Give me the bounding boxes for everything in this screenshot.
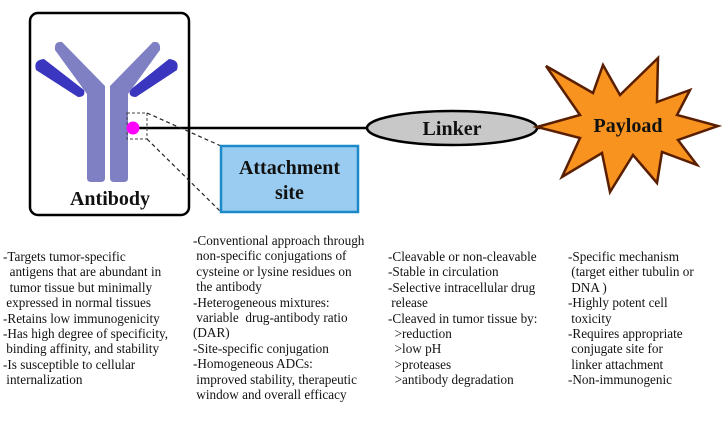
description-line: binding affinity, and stability [3, 341, 160, 357]
description-line: -Is susceptible to cellular [3, 356, 136, 372]
description-line: -Heterogeneous mixtures: [193, 294, 330, 310]
description-line: internalization [3, 372, 83, 388]
description-line: DNA ) [568, 279, 607, 295]
description-line: >antibody degradation [388, 372, 514, 388]
description-line: cysteine or lysine residues on [193, 263, 352, 279]
description-line: -Cleaved in tumor tissue by: [388, 310, 538, 326]
description-line: -Targets tumor-specific [3, 249, 126, 264]
description-line: the antibody [193, 279, 262, 295]
description-line: -Selective intracellular drug [388, 279, 536, 295]
description-line: variable drug-antibody ratio [193, 310, 348, 326]
light-chain-right [129, 59, 178, 97]
description-line: window and overall efficacy [193, 387, 347, 403]
description-line: -Site-specific conjugation [193, 340, 329, 356]
zoom-guide-bottom [146, 138, 222, 213]
description-line: expressed in normal tissues [3, 295, 151, 311]
description-line: release [388, 295, 428, 311]
payload-starburst [532, 54, 723, 196]
attachment-site-label-line2: site [275, 182, 304, 204]
description-line: -Requires appropriate [568, 326, 683, 342]
description-line: -Highly potent cell [568, 295, 668, 311]
payload-description: -Specific mechanism (target either tubul… [568, 249, 694, 388]
payload-label: Payload [594, 115, 663, 137]
description-line: linker attachment [568, 356, 664, 372]
attachment-site-box [219, 144, 360, 214]
description-line: antigens that are abundant in [3, 264, 162, 280]
description-line: -Specific mechanism [568, 249, 679, 264]
light-chain-left [35, 59, 85, 97]
zoom-guide-top [146, 112, 222, 147]
attachment-zoom-box [126, 112, 148, 140]
description-line: (DAR) [193, 325, 230, 341]
description-line: >reduction [388, 326, 452, 342]
linker-description: -Cleavable or non-cleavable-Stable in ci… [388, 249, 537, 388]
description-line: toxicity [568, 310, 612, 326]
attachment-site-label-line1: Attachment [239, 157, 340, 179]
antibody-icon [35, 41, 178, 183]
description-line: -Non-immunogenic [568, 372, 673, 388]
description-line: -Homogeneous ADCs: [193, 356, 313, 372]
linker-label: Linker [423, 118, 482, 140]
heavy-chain-left [54, 41, 105, 183]
description-line: -Conventional approach through [193, 233, 365, 248]
description-line: conjugate site for [568, 341, 663, 357]
description-line: improved stability, therapeutic [193, 371, 357, 387]
description-line: -Retains low immunogenicity [3, 310, 160, 326]
antibody-description: -Targets tumor-specific antigens that ar… [3, 249, 168, 388]
description-line: -Stable in circulation [388, 264, 499, 280]
heavy-chain-right [110, 41, 161, 183]
description-line: >low pH [388, 341, 442, 357]
description-line: -Has high degree of specificity, [3, 326, 169, 342]
adc-diagram: Antibody Attachment site Linker Payload [28, 11, 723, 217]
attachment-dot [126, 121, 140, 135]
description-line: -Cleavable or non-cleavable [388, 249, 537, 264]
antibody-box [28, 11, 191, 217]
attachment-site-description: -Conventional approach through non-speci… [193, 233, 364, 402]
description-line: tumor tissue but minimally [3, 279, 153, 295]
description-line: >proteases [388, 356, 452, 372]
description-line: (target either tubulin or [568, 264, 694, 280]
description-line: non-specific conjugations of [193, 248, 347, 264]
antibody-label: Antibody [70, 188, 150, 210]
